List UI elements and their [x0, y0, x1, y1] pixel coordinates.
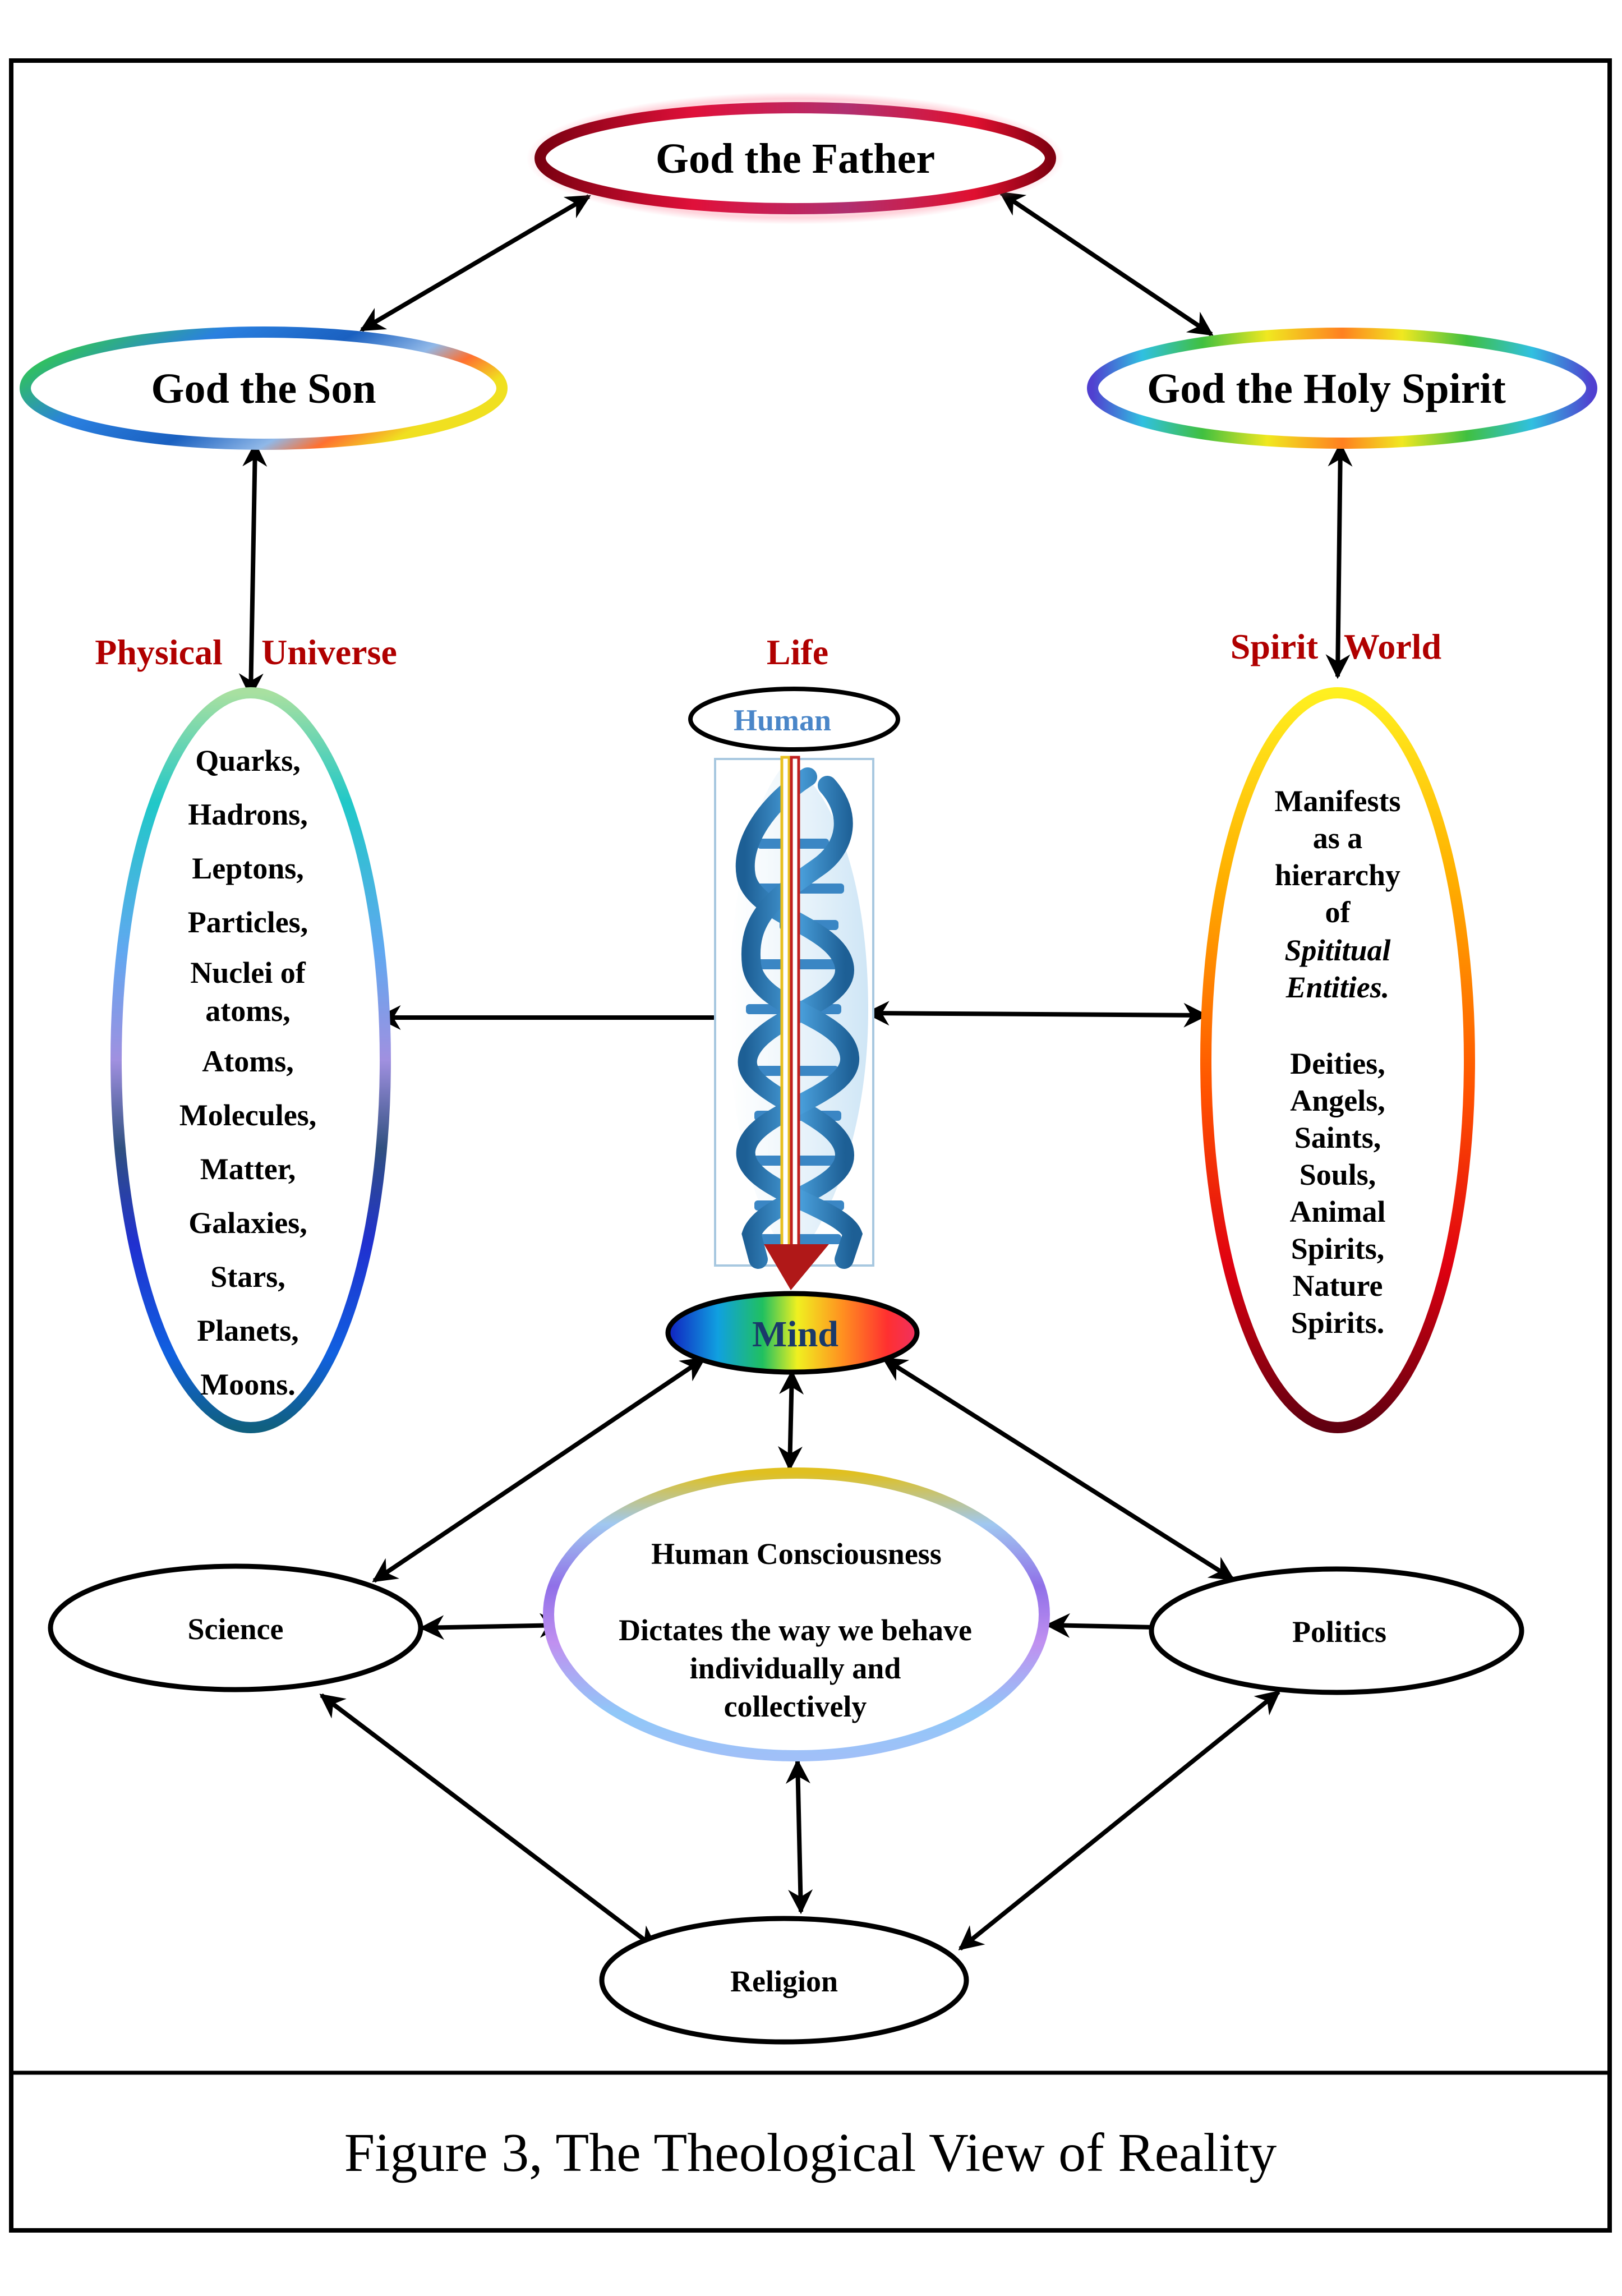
physical-item: Nuclei of [190, 956, 306, 990]
human-label: Human [734, 703, 831, 737]
physical-item: Quarks, [195, 744, 301, 777]
physical-item: Hadrons, [188, 798, 308, 831]
life-beam-a [780, 756, 791, 1253]
consciousness-line-1: Dictates the way we behave [619, 1613, 972, 1647]
spirit-item: Spirits, [1291, 1232, 1385, 1266]
arrow-mind-science [372, 1356, 706, 1583]
spirit-item: Deities, [1290, 1047, 1385, 1080]
physical-item: Moons. [200, 1368, 296, 1401]
physical-item: Molecules, [179, 1098, 316, 1132]
arrow-father-spirit [999, 191, 1214, 337]
holy-spirit-label: God the Holy Spirit [1147, 365, 1506, 412]
god-the-father-node: God the Father [526, 92, 1065, 224]
physical-item: Atoms, [202, 1045, 293, 1078]
science-label: Science [188, 1612, 284, 1646]
arrow-science-consciousness [419, 1613, 565, 1640]
physical-item: Stars, [210, 1260, 285, 1294]
physical-item: Particles, [188, 905, 308, 939]
consciousness-line-3: collectively [724, 1690, 867, 1723]
spirit-item: Angels, [1290, 1084, 1385, 1117]
spirit-item: Spirits. [1291, 1306, 1385, 1340]
human-node: Human [688, 687, 900, 752]
physical-heading-1: Physical [95, 632, 223, 672]
arrow-dna-spiritworld [864, 1001, 1209, 1028]
consciousness-title: Human Consciousness [651, 1537, 942, 1571]
spirit-item: of [1325, 895, 1351, 929]
arrow-science-religion [319, 1693, 658, 1951]
outer-frame [9, 58, 1612, 2233]
arrow-father-son [360, 194, 591, 332]
god-the-holy-spirit-node: God the Holy Spirit [1087, 328, 1597, 449]
politics-node: Politics [1149, 1566, 1524, 1695]
god-the-son-node: God the Son [20, 326, 508, 450]
spirit-item: Spititual [1284, 933, 1390, 967]
arrow-mind-consciousness [777, 1369, 804, 1471]
physical-item: atoms, [205, 994, 290, 1028]
figure-caption: Figure 3, The Theological View of Realit… [344, 2123, 1277, 2183]
consciousness-line-2: individually and [690, 1651, 901, 1685]
human-consciousness-node: Human Consciousness Dictates the way we … [543, 1467, 1050, 1761]
arrow-spirit-spiritworld [1325, 441, 1353, 679]
physical-universe-node: Quarks, Hadrons, Leptons, Particles, Nuclei … [110, 687, 391, 1433]
father-label: God the Father [656, 135, 935, 182]
spirit-item: as a [1313, 821, 1363, 855]
connector-arrows [238, 191, 1353, 1951]
physical-item: Planets, [197, 1314, 299, 1347]
arrow-mind-politics [882, 1356, 1235, 1581]
spirit-world-heading-1: Spirit [1231, 627, 1319, 666]
spirit-item: Manifests [1275, 784, 1401, 818]
arrow-son-physical [238, 441, 268, 698]
spirit-item: Animal [1289, 1195, 1385, 1228]
life-down-arrowhead [764, 1244, 829, 1290]
dna-strand-b [736, 776, 863, 1269]
religion-node: Religion [599, 1916, 969, 2045]
physical-item-list: Quarks, Hadrons, Leptons, Particles, Nuclei … [179, 744, 316, 1401]
spirit-world-heading-2: World [1344, 627, 1441, 666]
mind-label: Mind [752, 1314, 838, 1355]
physical-item: Leptons, [192, 852, 304, 885]
physical-item: Galaxies, [188, 1206, 307, 1240]
life-beam-b [790, 756, 800, 1253]
spirit-item: Souls, [1300, 1158, 1376, 1191]
son-label: God the Son [151, 365, 376, 412]
religion-label: Religion [730, 1964, 838, 1998]
arrow-politics-religion [958, 1690, 1281, 1951]
spirit-item: Entities. [1285, 970, 1390, 1004]
arrow-consciousness-religion [785, 1759, 813, 1915]
spirit-item: Nature [1293, 1269, 1383, 1303]
spirit-item: Saints, [1294, 1121, 1381, 1154]
spirit-item: hierarchy [1275, 858, 1400, 892]
life-heading: Life [767, 632, 828, 672]
mind-node: Mind [665, 1291, 920, 1375]
politics-label: Politics [1292, 1615, 1386, 1649]
physical-heading-2: Universe [261, 632, 397, 672]
dna-helix-image [714, 756, 874, 1290]
science-node: Science [48, 1563, 423, 1692]
physical-item: Matter, [200, 1152, 296, 1186]
